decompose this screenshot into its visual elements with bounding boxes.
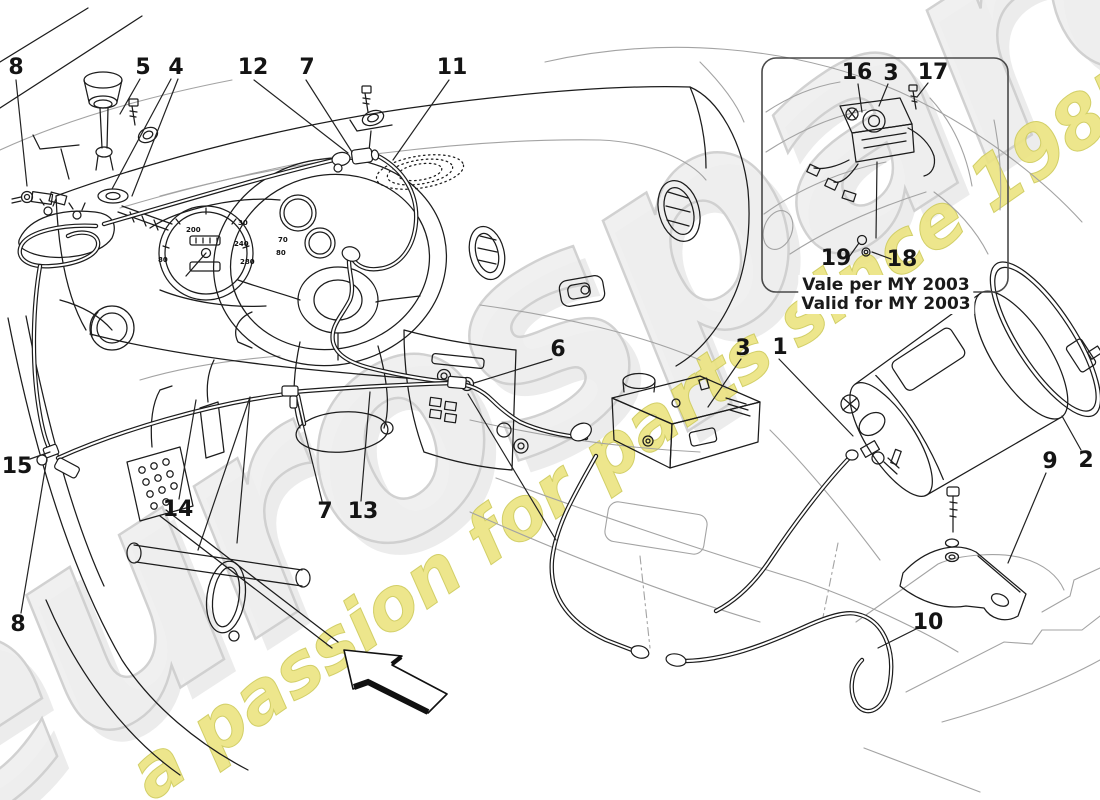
callout-11: 11 [436, 55, 468, 80]
callout-19-inset: 19 [820, 246, 852, 271]
svg-text:80: 80 [276, 249, 286, 257]
inset-compressor [806, 84, 936, 257]
svg-text:80: 80 [158, 256, 168, 264]
callout-5: 5 [135, 55, 151, 80]
mounting-bracket [899, 486, 1027, 621]
callout-8-top-left: 8 [8, 55, 24, 80]
callout-17-inset: 17 [917, 60, 949, 85]
callout-18-inset: 18 [886, 247, 918, 272]
callout-13: 13 [347, 499, 379, 524]
svg-text:30: 30 [238, 219, 248, 227]
bolt-and-clamp-left [32, 98, 159, 180]
cylinder-valve [840, 394, 902, 475]
callout-8-bottom: 8 [10, 612, 26, 637]
tube-fittings [36, 147, 859, 667]
gauge-numbers: 80 200 240 280 30 70 80 [158, 219, 288, 266]
callout-9: 9 [1042, 449, 1058, 474]
svg-text:200: 200 [186, 226, 201, 234]
hose-clamp [989, 261, 1100, 418]
callout-2: 2 [1078, 448, 1094, 473]
direction-arrow [343, 649, 448, 715]
dashboard-line-art [0, 7, 750, 776]
callout-7-top: 7 [299, 55, 315, 80]
svg-text:240: 240 [234, 240, 249, 248]
callout-4: 4 [168, 55, 184, 80]
callout-12: 12 [237, 55, 269, 80]
callout-14: 14 [162, 497, 194, 522]
callout-1: 1 [772, 335, 788, 360]
inset-caption-line1: Vale per MY 2003 [798, 275, 974, 295]
bolt-and-clamp-top [349, 85, 393, 152]
callout-3-inset: 3 [883, 61, 899, 86]
compressor-unit [611, 372, 761, 469]
callout-15: 15 [1, 454, 33, 479]
callout-7-mid: 7 [317, 499, 333, 524]
callout-10: 10 [912, 610, 944, 635]
part-5-nozzle [83, 71, 129, 204]
speaker-grille [375, 154, 465, 190]
callout-6: 6 [550, 337, 566, 362]
inset-caption-line2: Valid for MY 2003 [797, 294, 975, 314]
callout-16-inset: 16 [841, 60, 873, 85]
callout-3-main: 3 [735, 336, 751, 361]
leader-lines [15, 78, 1082, 649]
part-8-fitting [11, 190, 68, 206]
svg-text:70: 70 [278, 236, 288, 244]
svg-text:280: 280 [240, 258, 255, 266]
